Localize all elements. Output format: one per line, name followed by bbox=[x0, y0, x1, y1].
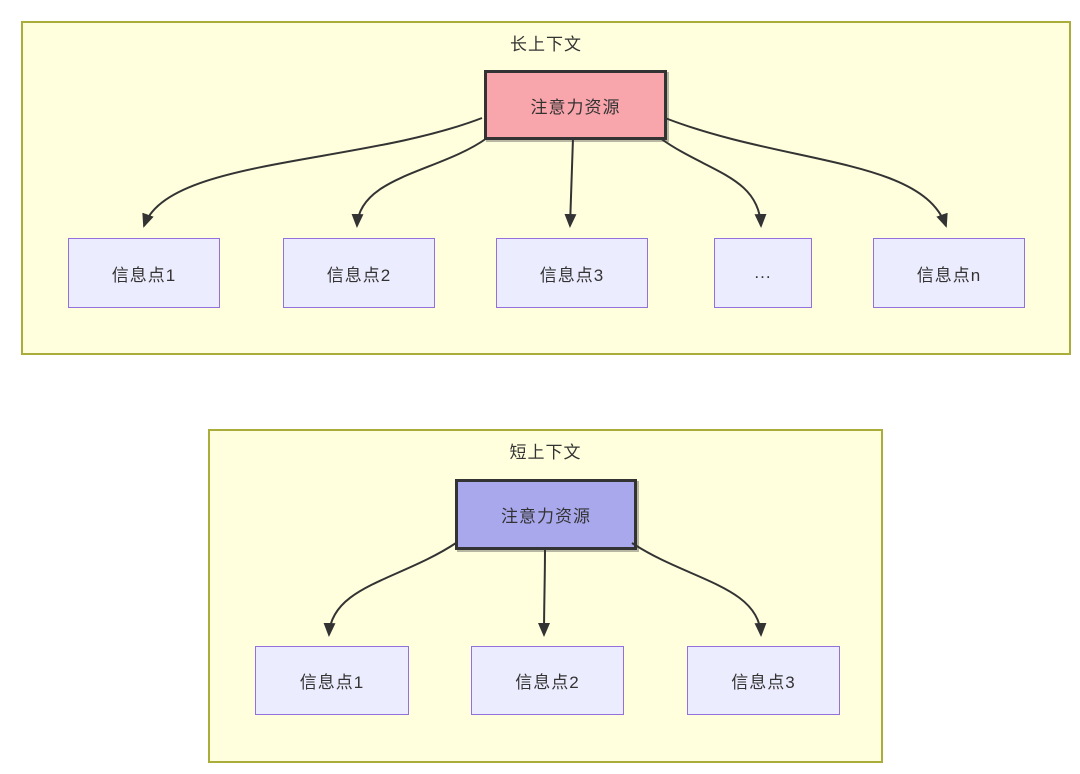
info-node-long-n: 信息点n bbox=[873, 238, 1025, 308]
info-node-long-1: 信息点1 bbox=[68, 238, 220, 308]
panel-short-context: 短上下文 注意力资源 信息点1 信息点2 信息点3 bbox=[208, 429, 883, 763]
panel-long-title: 长上下文 bbox=[510, 35, 582, 54]
panel-short-title: 短上下文 bbox=[509, 443, 582, 462]
attention-node-short: 注意力资源 bbox=[455, 479, 637, 550]
info-node-short-3: 信息点3 bbox=[687, 646, 840, 715]
info-node-long-2: 信息点2 bbox=[283, 238, 435, 308]
info-node-short-2: 信息点2 bbox=[471, 646, 624, 715]
info-node-short-1: 信息点1 bbox=[255, 646, 409, 715]
info-node-long-ellipsis: ... bbox=[714, 238, 812, 308]
info-node-long-3: 信息点3 bbox=[496, 238, 648, 308]
panel-long-context: 长上下文 注意力资源 信息点1 信息点2 信息点3 ... 信息点n bbox=[21, 21, 1071, 355]
attention-node-long: 注意力资源 bbox=[484, 70, 667, 140]
